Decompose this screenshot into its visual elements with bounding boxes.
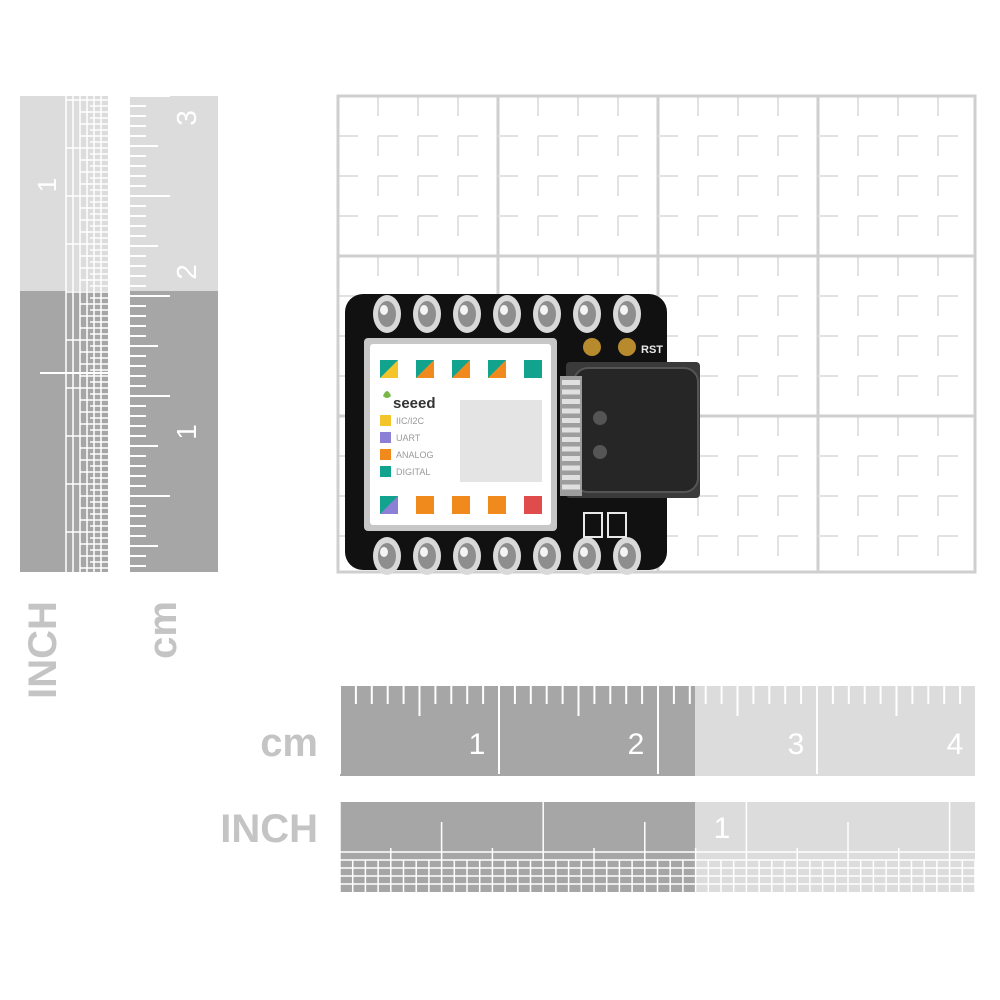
pin-pad-hole [498, 301, 516, 327]
pin-pad-shine [460, 305, 468, 315]
pin-pad-shine [540, 305, 548, 315]
legend-swatch-digital [380, 466, 391, 477]
horizontal-inch-unit-label: INCH [220, 807, 318, 851]
legend-swatch-i2c [380, 415, 391, 426]
pin-marker [452, 496, 470, 514]
pin-pad-hole [378, 301, 396, 327]
pin-pad-hole [578, 301, 596, 327]
vertical-inch-unit-label: INCH [21, 601, 65, 699]
pin-pad-shine [420, 305, 428, 315]
rst-pad-1 [583, 338, 601, 356]
usb-pin [562, 418, 580, 423]
legend-swatch-uart [380, 432, 391, 443]
pin-pad-shine [500, 305, 508, 315]
grid-border [336, 94, 977, 574]
vertical-cm-number-2: 2 [171, 264, 202, 280]
pin-legend: IIC/I2C UART ANALOG DIGITAL [380, 415, 434, 477]
pin-marker [380, 360, 398, 378]
usb-pin [562, 446, 580, 452]
pin-pad-shine [460, 547, 468, 557]
horizontal-cm-number-2: 2 [628, 728, 645, 761]
vertical-cm-ruler: 3 2 1 [130, 95, 218, 572]
horizontal-cm-number-4: 4 [947, 728, 964, 761]
pin-pad-shine [580, 547, 588, 557]
pin-marker [416, 360, 434, 378]
usb-pin [562, 408, 580, 414]
pin-marker [524, 496, 542, 514]
usb-pin [562, 380, 580, 385]
horizontal-cm-number-3: 3 [788, 728, 805, 761]
pin-pad-shine [420, 547, 428, 557]
microcontroller-board: RST seeed IIC/I2C UART ANALOG DIGITAL [345, 294, 700, 575]
top-pin-pads [373, 295, 641, 333]
usb-pin [562, 465, 580, 471]
horizontal-inch-ruler: 1 [339, 802, 976, 892]
pin-pad-shine [620, 547, 628, 557]
pin-marker [488, 360, 506, 378]
pin-pad-hole [418, 543, 436, 569]
usb-pin [562, 389, 580, 395]
vertical-cm-number-1: 1 [171, 424, 202, 440]
vertical-inch-number-1: 1 [32, 178, 62, 192]
usb-pin [562, 399, 580, 404]
pin-pad-hole [538, 301, 556, 327]
horizontal-cm-unit-label: cm [260, 721, 318, 765]
vertical-cm-number-3: 3 [171, 110, 202, 126]
usb-c-connector [560, 362, 700, 498]
pin-marker [452, 360, 470, 378]
pin-pad-shine [500, 547, 508, 557]
pin-pad-shine [380, 547, 388, 557]
usb-pin [562, 437, 580, 442]
pin-marker [524, 360, 542, 378]
pin-marker [380, 496, 398, 514]
pin-pad-shine [540, 547, 548, 557]
legend-swatch-analog [380, 449, 391, 460]
usb-pin [562, 475, 580, 480]
pin-function-markers [380, 360, 542, 514]
pin-pad-shine [580, 305, 588, 315]
rst-pad-2 [618, 338, 636, 356]
brand-name: seeed [393, 395, 436, 412]
legend-label-uart: UART [396, 433, 421, 443]
horizontal-cm-number-1: 1 [469, 728, 486, 761]
pin-marker [416, 496, 434, 514]
pin-pad-hole [458, 543, 476, 569]
pin-pad-hole [418, 301, 436, 327]
bottom-pin-pads [373, 537, 641, 575]
pin-pad-shine [620, 305, 628, 315]
pin-marker [488, 496, 506, 514]
seeed-logo: seeed [383, 391, 436, 412]
pin-pad-hole [498, 543, 516, 569]
usb-pin [562, 484, 580, 490]
pin-pad-hole [378, 543, 396, 569]
vertical-inch-ruler: 1 [20, 96, 108, 572]
pin-pad-hole [538, 543, 556, 569]
pin-pad-hole [618, 301, 636, 327]
horizontal-inch-number-1: 1 [714, 812, 731, 845]
reset-label: RST [641, 344, 663, 356]
rf-module [364, 338, 557, 531]
legend-label-analog: ANALOG [396, 450, 434, 460]
usb-pin [562, 427, 580, 433]
pin-pad-hole [458, 301, 476, 327]
pin-pad-hole [618, 543, 636, 569]
legend-label-i2c: IIC/I2C [396, 416, 425, 426]
vertical-cm-unit-label: cm [141, 601, 185, 659]
pin-pad-shine [380, 305, 388, 315]
legend-label-digital: DIGITAL [396, 467, 430, 477]
pin-pad-hole [578, 543, 596, 569]
horizontal-cm-ruler: 1 2 3 4 [339, 686, 975, 776]
usb-pin [562, 456, 580, 461]
